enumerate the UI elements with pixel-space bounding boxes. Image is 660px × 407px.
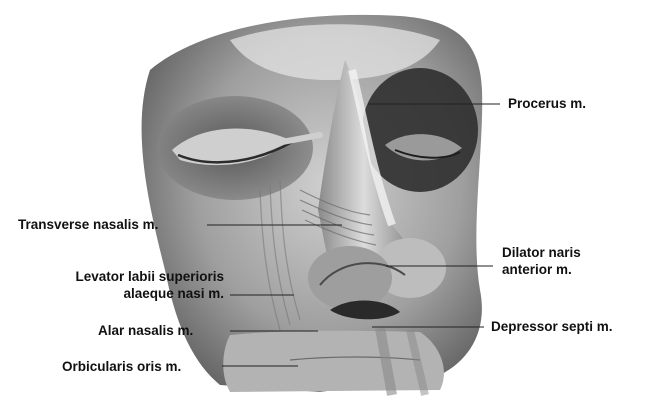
label-dilator-naris-line1: Dilator naris [502,244,581,261]
label-levator-line1: Levator labii superioris [20,268,224,285]
nasal-ala [308,246,392,310]
label-alar-nasalis: Alar nasalis m. [98,322,193,339]
label-procerus: Procerus m. [508,95,586,112]
label-transverse-nasalis: Transverse nasalis m. [18,216,158,233]
label-orbicularis-oris: Orbicularis oris m. [62,358,181,375]
label-dilator-naris: Dilator naris anterior m. [502,244,581,278]
label-depressor-septi: Depressor septi m. [491,318,613,335]
label-levator-labii: Levator labii superioris alaeque nasi m. [20,268,224,302]
label-dilator-naris-line2: anterior m. [502,261,581,278]
label-levator-line2: alaeque nasi m. [20,285,224,302]
